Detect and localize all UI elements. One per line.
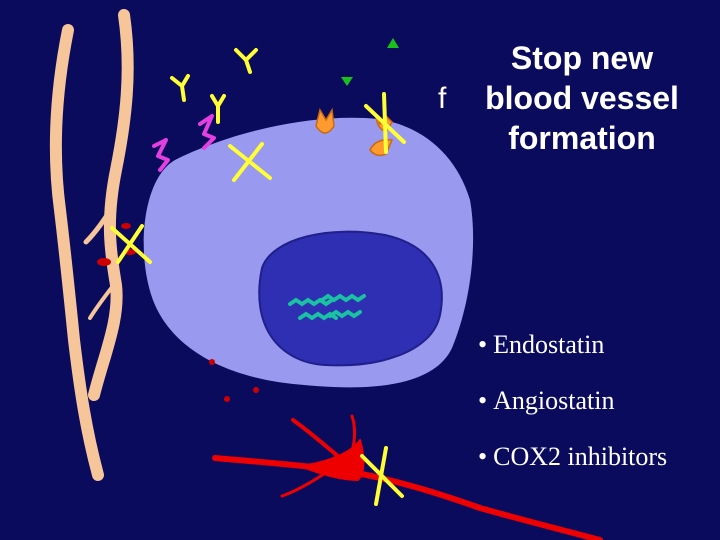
- red-vessel-branch-3: [280, 468, 332, 498]
- beige-vessel-left: [49, 24, 104, 481]
- bullet-symbol: •: [478, 442, 488, 471]
- stray-glyph: f: [438, 82, 447, 115]
- red-droplets: [97, 223, 259, 402]
- bullet-list: •Endostatin •Angiostatin •COX2 inhibitor…: [478, 330, 667, 498]
- bullet-text: Endostatin: [493, 330, 605, 359]
- bullet-text: COX2 inhibitors: [493, 442, 668, 471]
- block-x-icon: [360, 446, 404, 506]
- red-vessel-branch-1: [291, 418, 347, 464]
- bullet-item: •Endostatin: [478, 330, 667, 386]
- block-x-icon: [228, 142, 272, 182]
- block-x-icon: [110, 224, 152, 264]
- block-x-icons: [110, 92, 406, 506]
- beige-vessel-right: [88, 9, 134, 401]
- bullet-item: •Angiostatin: [478, 386, 667, 442]
- red-vessel-main: [212, 455, 603, 540]
- red-vessel: [212, 414, 603, 540]
- antibody-y-icon: [234, 48, 258, 74]
- title-line-2: blood vessel: [485, 80, 679, 116]
- ligand-triangles: [341, 38, 399, 86]
- droplet: [97, 258, 111, 266]
- antibody-y-icon: [170, 74, 190, 102]
- magenta-ligand-icon: [152, 138, 170, 172]
- beige-vessels: [49, 9, 134, 481]
- dna-strand-1: [288, 297, 334, 307]
- antibody-y-icon: [210, 94, 226, 124]
- bullet-symbol: •: [478, 386, 488, 415]
- bullet-text: Angiostatin: [493, 386, 615, 415]
- bullet-item: •COX2 inhibitors: [478, 442, 667, 498]
- ligand-triangle-icon: [341, 77, 353, 86]
- dna-strand-3: [320, 293, 366, 303]
- beige-branch-2: [88, 280, 118, 320]
- beige-branch-1: [83, 202, 117, 245]
- droplet: [209, 359, 215, 365]
- droplet: [121, 223, 131, 229]
- droplet: [253, 387, 259, 393]
- title-line-3: formation: [508, 120, 656, 156]
- title-line-1: Stop new: [510, 40, 654, 76]
- block-x-icon: [364, 92, 406, 154]
- receptor-icon: [315, 107, 335, 134]
- magenta-ligand-icon: [198, 114, 216, 150]
- dna-icon: [288, 293, 366, 321]
- droplet: [224, 396, 230, 402]
- bullet-symbol: •: [478, 330, 488, 359]
- magenta-ligands: [152, 114, 216, 172]
- red-vessel-branch-2: [350, 414, 357, 454]
- slide-title: Stop new blood vessel formation: [462, 38, 702, 158]
- antibody-y-icons: [170, 48, 258, 124]
- dna-strand-4: [328, 309, 362, 319]
- ligand-triangle-icon: [387, 38, 399, 48]
